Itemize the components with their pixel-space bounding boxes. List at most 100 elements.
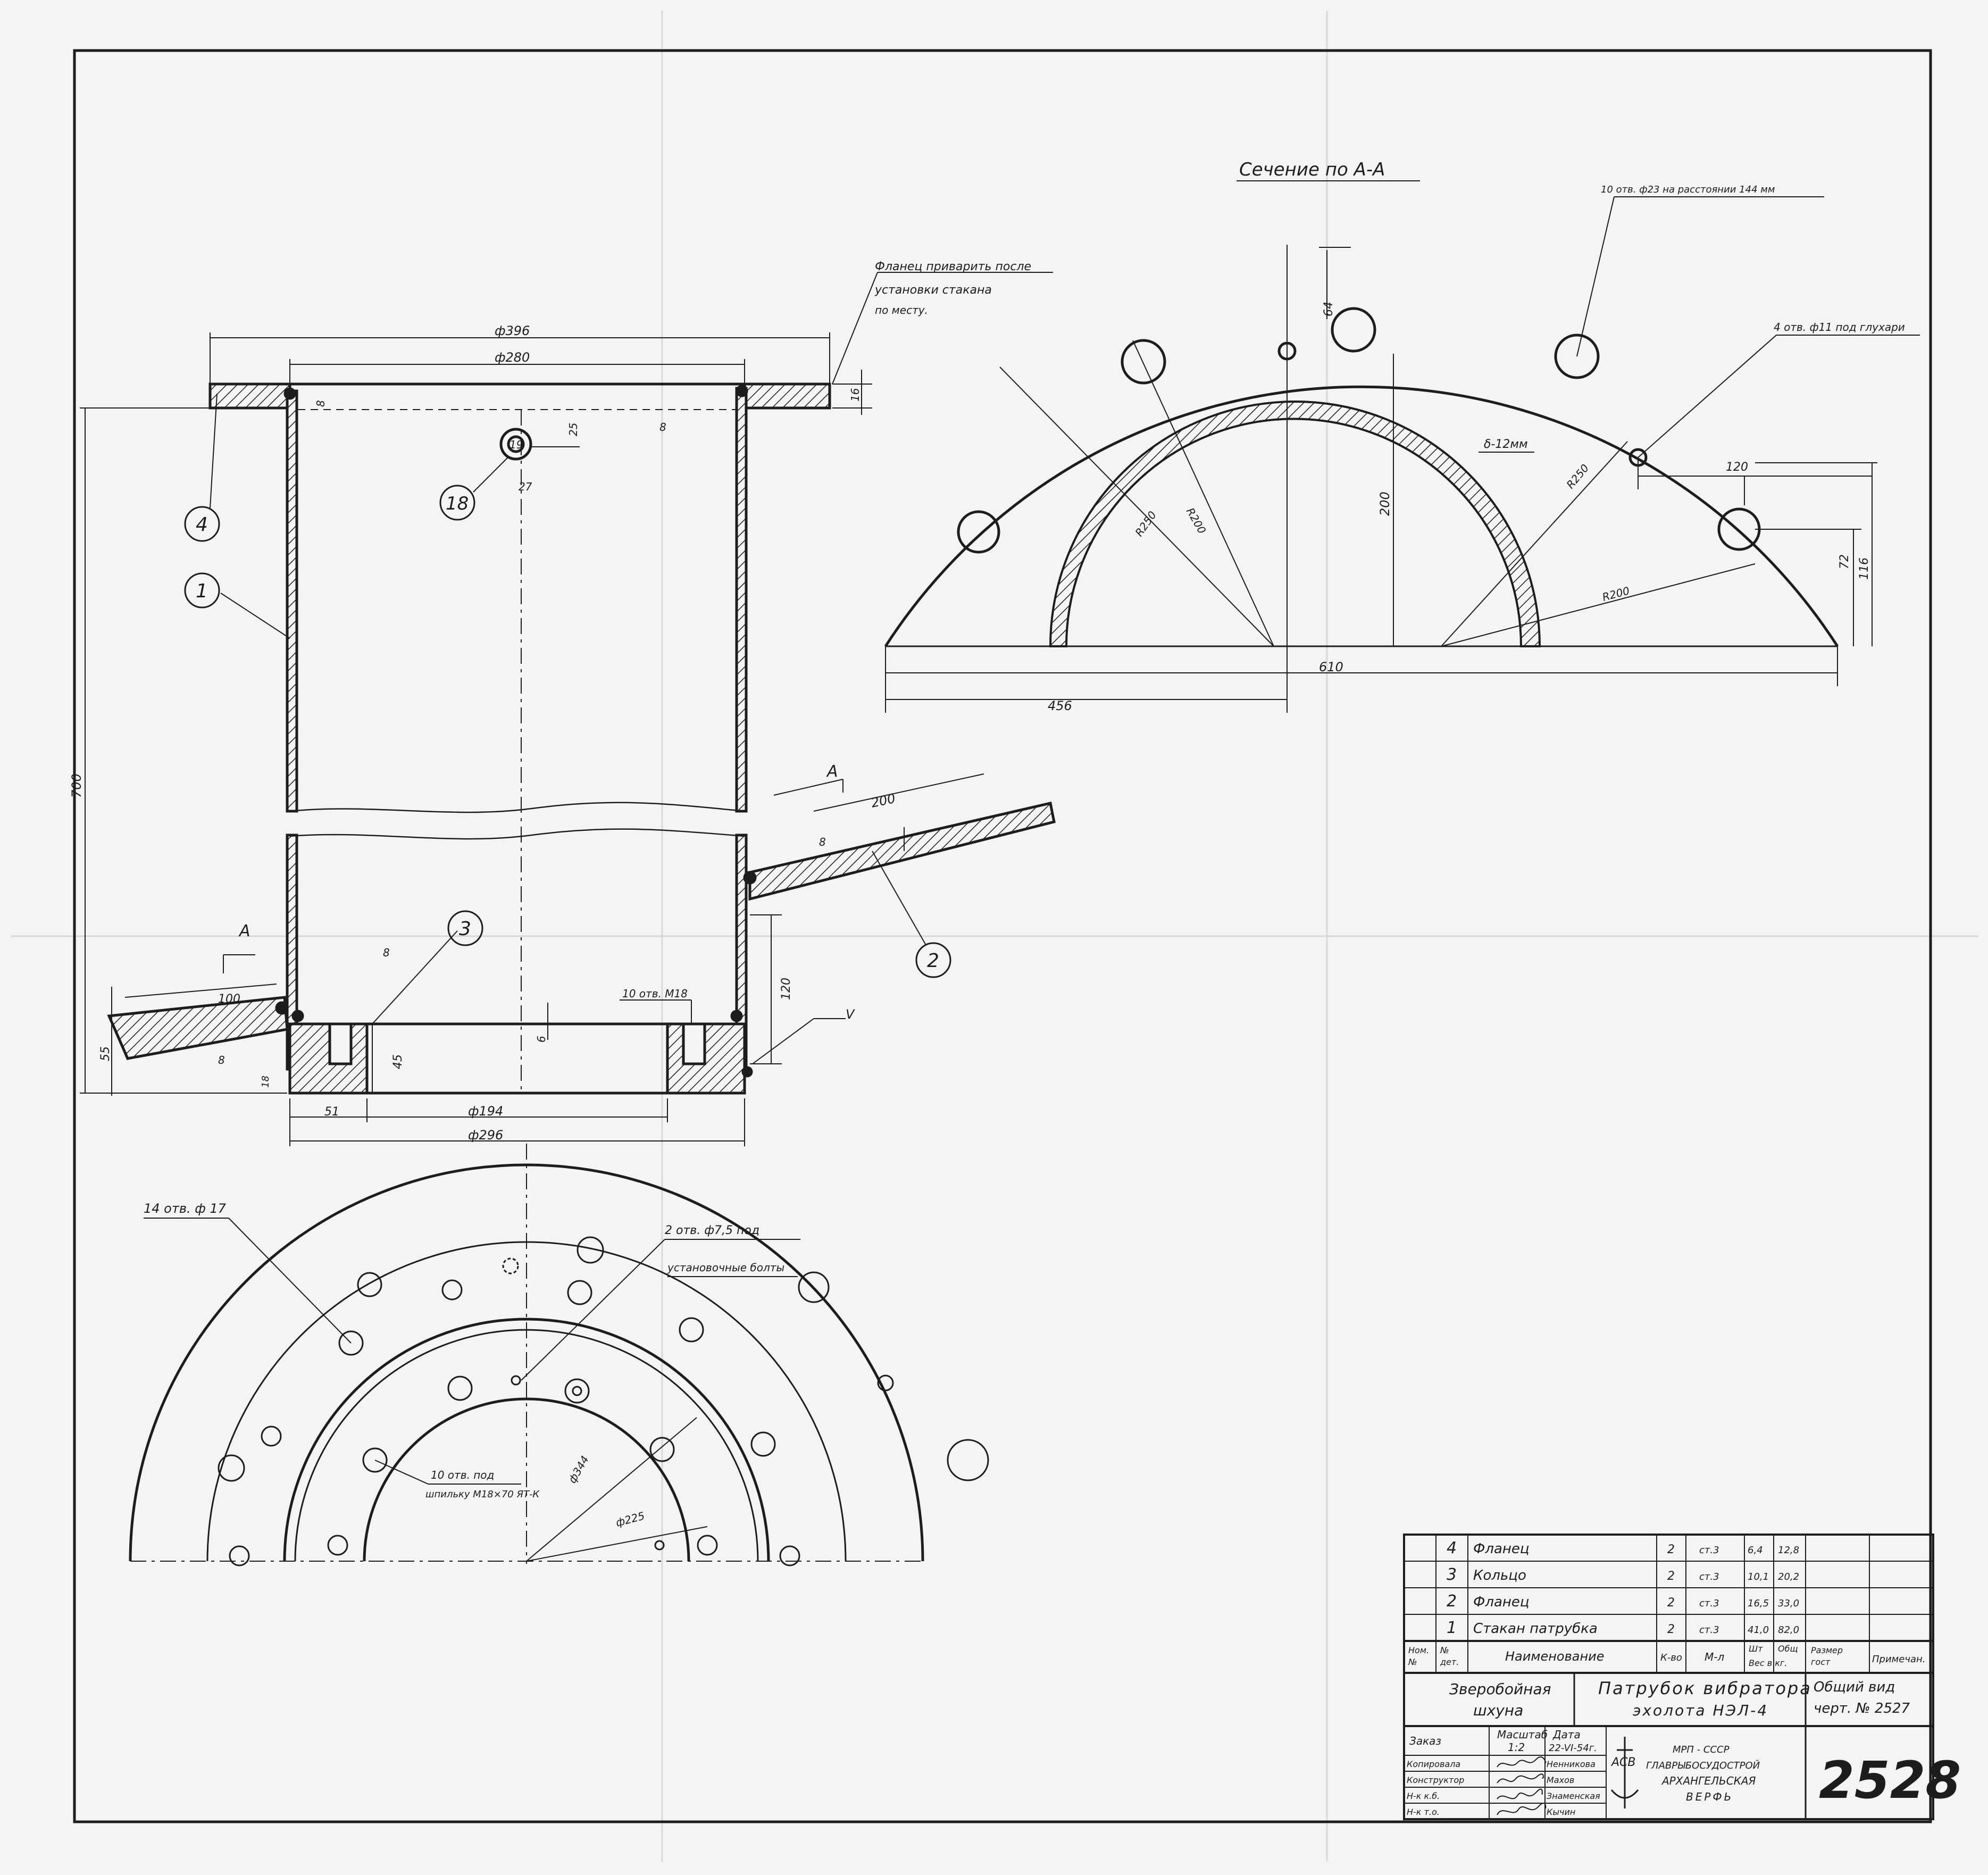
title-block-text: Зверобойная шхуна Патрубок вибратора эхо… bbox=[1407, 1678, 1961, 1817]
plan-note-holes-17: 14 отв. ф 17 bbox=[144, 1201, 227, 1216]
dim-100: 100 bbox=[218, 993, 240, 1006]
plan-holes-17 bbox=[218, 1236, 989, 1566]
bom-cell-total: 33,0 bbox=[1778, 1598, 1799, 1609]
name-designer: Махов bbox=[1547, 1775, 1574, 1785]
weld-8-inner: 8 bbox=[383, 946, 390, 959]
signature bbox=[1497, 1802, 1547, 1815]
section-radius-lines bbox=[885, 180, 1920, 713]
fitting-18-inner bbox=[507, 435, 525, 453]
section-note-holes-11: 4 отв. ф11 под глухари bbox=[1774, 321, 1905, 334]
bom-cell-qty: 2 bbox=[1667, 1596, 1675, 1610]
dim-18: 18 bbox=[260, 1076, 271, 1088]
drawing-number: 2528 bbox=[1819, 1751, 1961, 1810]
border-frame bbox=[73, 49, 1932, 1823]
dim-8: 8 bbox=[314, 400, 327, 407]
callout-3: 3 bbox=[459, 918, 471, 940]
bom-cell-mat: ст.3 bbox=[1699, 1598, 1719, 1609]
plan-ring-arc-4 bbox=[363, 1397, 690, 1562]
section-hole-23 bbox=[1554, 334, 1600, 379]
elevation-view: 4 1 18 2 3 Фланец приварить после устано… bbox=[69, 260, 1056, 1146]
role-head-to: Н-к т.о. bbox=[1407, 1807, 1440, 1817]
bom-cell-total: 20,2 bbox=[1778, 1571, 1799, 1582]
role-head-kb: Н-к к.б. bbox=[1407, 1791, 1440, 1801]
bom-cell-unit: 16,5 bbox=[1748, 1598, 1769, 1609]
bom-cell-qty: 2 bbox=[1667, 1570, 1675, 1583]
hdr-name: Наименование bbox=[1505, 1649, 1605, 1664]
scale-label: Масштаб bbox=[1497, 1728, 1548, 1741]
dim-64: 64 bbox=[1322, 302, 1335, 316]
flange-4-right bbox=[743, 382, 831, 410]
weld bbox=[291, 1010, 304, 1022]
elevation-dim-lines bbox=[80, 272, 1053, 1146]
vessel-line-1: Зверобойная bbox=[1449, 1680, 1551, 1698]
stud-holes-note: 10 отв. М18 bbox=[622, 987, 688, 1000]
dim-19: 19 bbox=[509, 438, 523, 451]
section-hole-23 bbox=[957, 510, 1000, 554]
title-line-2: эхолота НЭЛ-4 bbox=[1633, 1702, 1768, 1719]
order-label: Заказ bbox=[1409, 1735, 1441, 1747]
bom-cell-num: 3 bbox=[1447, 1565, 1457, 1584]
weld-8: 8 bbox=[659, 421, 666, 434]
fitting-18 bbox=[499, 428, 532, 461]
dim-116: 116 bbox=[1858, 557, 1871, 580]
logo-letters: АСВ bbox=[1610, 1756, 1636, 1769]
hdr-num-2: № bbox=[1408, 1657, 1417, 1667]
dim-d396: ф396 bbox=[495, 323, 530, 338]
bom-cell-num: 2 bbox=[1447, 1592, 1457, 1611]
section-mark-a: А bbox=[238, 922, 250, 940]
bom-cell-name: Стакан патрубка bbox=[1473, 1621, 1598, 1637]
bom-cell-mat: ст.3 bbox=[1699, 1571, 1719, 1582]
callout-18: 18 bbox=[446, 493, 469, 514]
title-line-1: Патрубок вибратора bbox=[1598, 1678, 1812, 1698]
break-line-top bbox=[289, 802, 745, 813]
org-line-2: ГЛАВРЫБОСУДОСТРОЙ bbox=[1646, 1760, 1760, 1771]
dim-55: 55 bbox=[99, 1046, 112, 1061]
plan-note-bolts-2: установочные болты bbox=[667, 1261, 784, 1274]
bom-cell-qty: 2 bbox=[1667, 1623, 1675, 1636]
section-mark-a: А bbox=[826, 762, 838, 781]
weld-mark-v: V bbox=[846, 1007, 855, 1022]
hdr-size-2: гост bbox=[1811, 1657, 1831, 1667]
hdr-w2: Общ bbox=[1778, 1644, 1798, 1654]
hdr-mat: М-л bbox=[1705, 1651, 1724, 1663]
role-designer: Конструктор bbox=[1407, 1775, 1464, 1785]
section-note-holes-23: 10 отв. ф23 на расстоянии 144 мм bbox=[1601, 184, 1775, 195]
dim-6: 6 bbox=[535, 1036, 548, 1043]
pipe-wall-right-upper bbox=[735, 387, 748, 813]
section-outer-arc bbox=[884, 385, 1839, 647]
dim-456: 456 bbox=[1048, 698, 1072, 713]
dim-d280: ф280 bbox=[495, 350, 530, 365]
dim-16: 16 bbox=[849, 388, 862, 402]
weld-8-flange: 8 bbox=[819, 836, 826, 848]
callout-bubble-1 bbox=[184, 572, 220, 609]
bom-cell-qty: 2 bbox=[1667, 1543, 1675, 1556]
callout-bubble-2 bbox=[915, 942, 951, 978]
shipyard-logo-icon bbox=[1610, 1737, 1639, 1809]
weld bbox=[743, 871, 757, 885]
bom-cell-unit: 41,0 bbox=[1748, 1624, 1769, 1636]
dim-d194: ф194 bbox=[468, 1104, 503, 1119]
dim-120: 120 bbox=[780, 978, 793, 1000]
flange-2 bbox=[748, 801, 1056, 901]
section-title: Сечение по А-А bbox=[1239, 159, 1385, 180]
hdr-note: Примечан. bbox=[1872, 1654, 1925, 1665]
org-line-1: МРП - СССР bbox=[1673, 1744, 1730, 1755]
section-thickness: δ-12мм bbox=[1484, 438, 1528, 451]
vessel-line-2: шхуна bbox=[1473, 1702, 1523, 1719]
bom-cell-num: 4 bbox=[1447, 1539, 1457, 1557]
ref-line-2: черт. № 2527 bbox=[1814, 1701, 1910, 1716]
role-copied: Копировала bbox=[1407, 1759, 1460, 1769]
hdr-w3: Вес в кг. bbox=[1749, 1658, 1787, 1668]
bom-cell-unit: 10,1 bbox=[1748, 1571, 1769, 1582]
bom-cell-name: Кольцо bbox=[1473, 1568, 1526, 1584]
hdr-qty: К-во bbox=[1660, 1652, 1682, 1663]
plan-ring-arc-2 bbox=[283, 1318, 770, 1562]
dim-120: 120 bbox=[1726, 461, 1748, 474]
callout-2: 2 bbox=[927, 950, 939, 972]
plan-note-studs-1: 10 отв. под bbox=[431, 1469, 494, 1481]
callout-4: 4 bbox=[196, 514, 208, 536]
date-value: 22-VI-54г. bbox=[1549, 1743, 1597, 1754]
section-view: Сечение по А-А 10 отв. ф23 на расстоянии… bbox=[884, 159, 1920, 713]
